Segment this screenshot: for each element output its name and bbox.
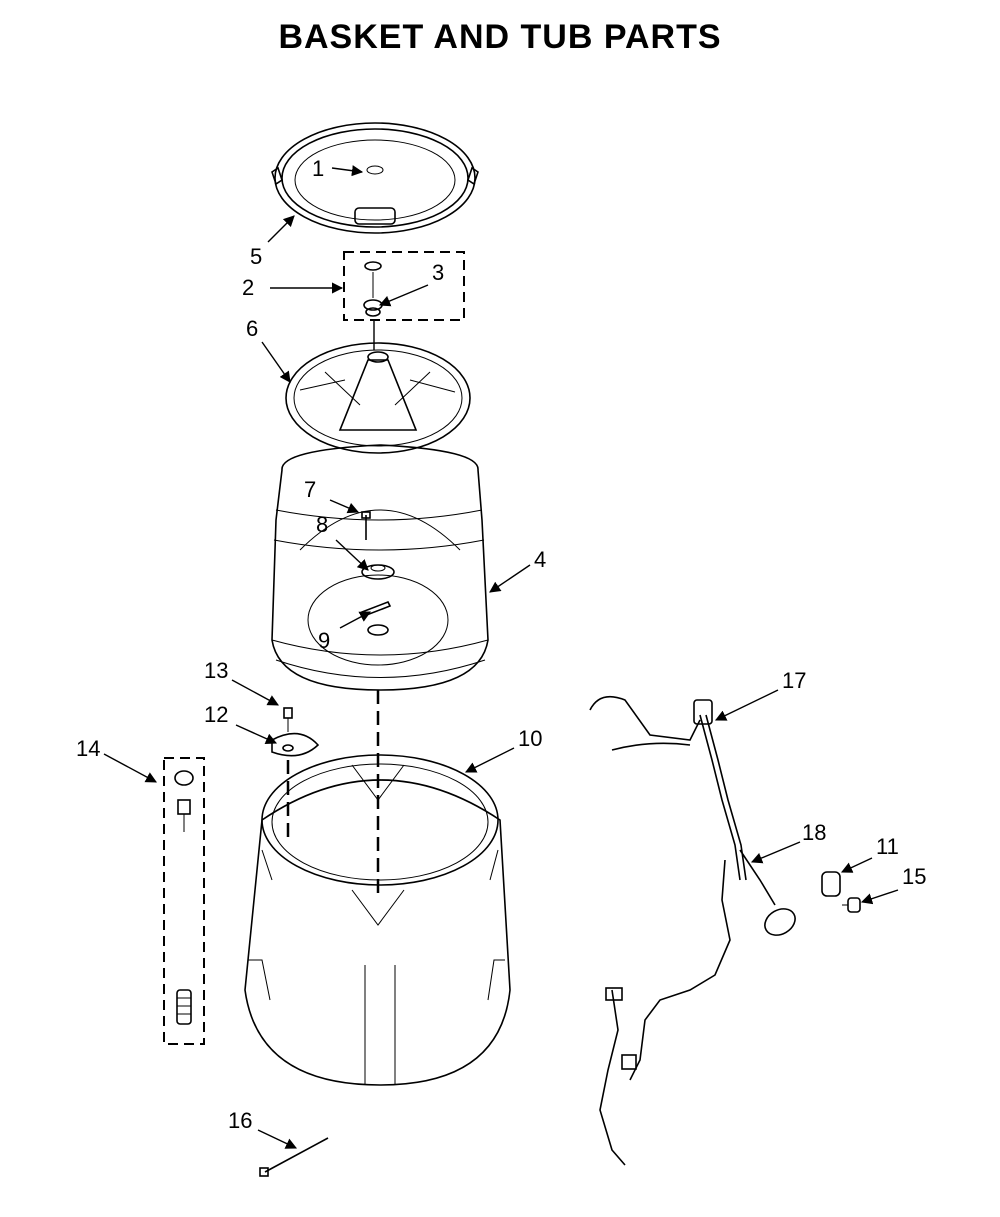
- small-screw-part[interactable]: [283, 707, 293, 732]
- leader-9: [339, 611, 371, 629]
- bracket-part[interactable]: [271, 732, 320, 757]
- leader-4: [489, 564, 531, 593]
- basket-part[interactable]: [271, 444, 489, 691]
- leader-15: [860, 889, 899, 905]
- impeller-part[interactable]: [285, 342, 471, 454]
- callout-9: 9: [318, 628, 330, 653]
- callout-5: 5: [250, 244, 262, 269]
- leader-18: [750, 841, 801, 864]
- suspension-kit-box: [163, 757, 205, 1045]
- callout-2: 2: [242, 275, 254, 300]
- callout-16: 16: [228, 1108, 252, 1133]
- callout-13: 13: [204, 658, 228, 683]
- callout-3: 3: [432, 260, 444, 285]
- leader-6: [261, 341, 291, 383]
- outer-tub-part[interactable]: [244, 754, 511, 1086]
- leader-11: [840, 857, 873, 873]
- leader-3: [378, 284, 429, 307]
- screw-part[interactable]: [361, 511, 371, 540]
- leader-13: [231, 679, 279, 706]
- leader-5: [267, 215, 295, 243]
- callout-11: 11: [876, 834, 899, 859]
- callout-8: 8: [316, 512, 328, 537]
- leader-10: [464, 747, 515, 773]
- leader-17: [714, 689, 779, 721]
- callout-10: 10: [518, 726, 542, 751]
- callout-1: 1: [312, 156, 324, 181]
- page-title: BASKET AND TUB PARTS: [278, 18, 722, 56]
- hub-part[interactable]: [361, 564, 395, 580]
- leader-8: [335, 539, 369, 571]
- callout-15: 15: [902, 864, 926, 889]
- leader-12: [235, 724, 278, 744]
- cable-tie-part[interactable]: [259, 1137, 329, 1177]
- leader-16: [257, 1129, 298, 1149]
- callout-12: 12: [204, 702, 228, 727]
- hardware-kit-box: [343, 251, 465, 321]
- suspension-kit-parts[interactable]: [174, 770, 194, 1025]
- callout-4: 4: [534, 547, 546, 572]
- wire-harness-part[interactable]: [589, 695, 747, 1166]
- leader-1: [331, 165, 364, 177]
- clip-part[interactable]: [821, 871, 841, 897]
- callout-7: 7: [304, 477, 316, 502]
- drive-key-part[interactable]: [360, 600, 392, 636]
- callout-14: 14: [76, 736, 100, 761]
- callout-6: 6: [246, 316, 258, 341]
- hardware-kit-parts[interactable]: [363, 261, 383, 317]
- callout-18: 18: [802, 820, 826, 845]
- callout-17: 17: [782, 668, 806, 693]
- fastener-part[interactable]: [842, 897, 861, 913]
- balance-ring-part[interactable]: [271, 122, 479, 234]
- leader-7: [329, 499, 360, 514]
- pressure-hose-part[interactable]: [739, 849, 800, 940]
- leader-14: [103, 753, 157, 783]
